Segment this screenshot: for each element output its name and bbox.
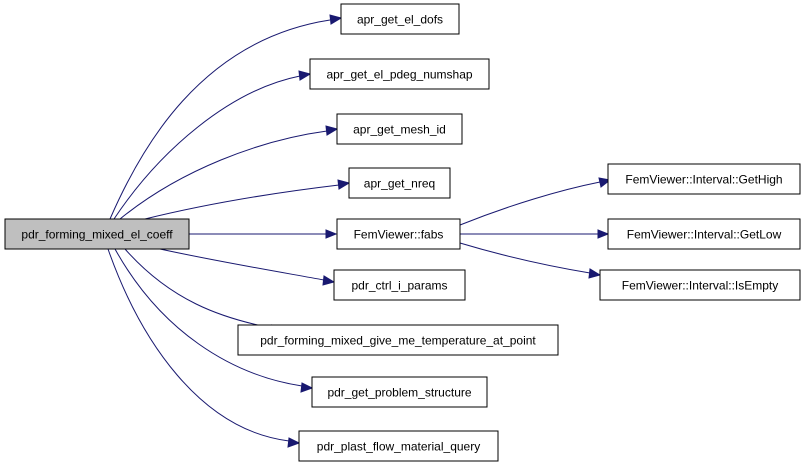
node-label: FemViewer::Interval::IsEmpty: [622, 279, 779, 293]
node-label: apr_get_mesh_id: [353, 123, 446, 137]
node-apr-get-el-pdeg-numshap[interactable]: apr_get_el_pdeg_numshap: [309, 58, 490, 90]
edge-femviewer-fabs-to-interval-gethigh: [459, 177, 612, 226]
node-label: pdr_plast_flow_material_query: [317, 440, 480, 454]
node-label: apr_get_el_dofs: [357, 13, 443, 27]
edge-root-to-apr-get-el-dofs: [109, 14, 343, 220]
node-femviewer-interval-isempty[interactable]: FemViewer::Interval::IsEmpty: [599, 269, 801, 301]
node-pdr-ctrl-i-params[interactable]: pdr_ctrl_i_params: [333, 269, 466, 301]
node-pdr-plast-flow-material-query[interactable]: pdr_plast_flow_material_query: [298, 430, 499, 462]
node-label: apr_get_nreq: [364, 177, 435, 191]
node-pdr-forming-mixed-give-me-temperature-at-point[interactable]: pdr_forming_mixed_give_me_temperature_at…: [237, 324, 559, 356]
edge-root-to-pdr-get-problem-structure: [114, 248, 314, 393]
node-label: FemViewer::Interval::GetHigh: [625, 173, 782, 187]
node-apr-get-mesh-id[interactable]: apr_get_mesh_id: [336, 113, 463, 145]
edge-root-to-pdr-ctrl-i-params: [159, 248, 336, 286]
edge-femviewer-fabs-to-interval-getlow: [460, 229, 610, 239]
edges: [107, 14, 612, 448]
edge-root-to-apr-get-el-pdeg-numshap: [113, 70, 312, 220]
node-femviewer-interval-gethigh[interactable]: FemViewer::Interval::GetHigh: [607, 163, 801, 195]
node-femviewer-fabs[interactable]: FemViewer::fabs: [336, 218, 461, 250]
node-label: pdr_get_problem_structure: [327, 386, 471, 400]
node-pdr-get-problem-structure[interactable]: pdr_get_problem_structure: [311, 376, 488, 408]
nodes: pdr_forming_mixed_el_coeff apr_get_el_do…: [4, 3, 801, 462]
node-label: pdr_ctrl_i_params: [351, 279, 447, 293]
node-apr-get-el-dofs[interactable]: apr_get_el_dofs: [340, 3, 460, 35]
node-femviewer-interval-getlow[interactable]: FemViewer::Interval::GetLow: [607, 218, 801, 250]
node-label: FemViewer::fabs: [354, 228, 444, 242]
node-label: apr_get_el_pdeg_numshap: [326, 68, 472, 82]
node-pdr-forming-mixed-el-coeff[interactable]: pdr_forming_mixed_el_coeff: [4, 218, 190, 250]
node-label: pdr_forming_mixed_el_coeff: [21, 228, 173, 242]
edge-femviewer-fabs-to-interval-isempty: [459, 242, 602, 279]
edge-root-to-apr-get-nreq: [144, 179, 351, 220]
edge-root-to-pdr-forming-mixed-give-me-temperature-at-point: [124, 248, 284, 335]
edge-root-to-femviewer-fabs: [189, 229, 338, 239]
node-apr-get-nreq[interactable]: apr_get_nreq: [348, 167, 451, 199]
edge-root-to-apr-get-mesh-id: [119, 125, 339, 220]
node-label: pdr_forming_mixed_give_me_temperature_at…: [260, 334, 536, 348]
node-label: FemViewer::Interval::GetLow: [627, 228, 782, 242]
edge-root-to-pdr-plast-flow-material-query: [107, 248, 301, 448]
